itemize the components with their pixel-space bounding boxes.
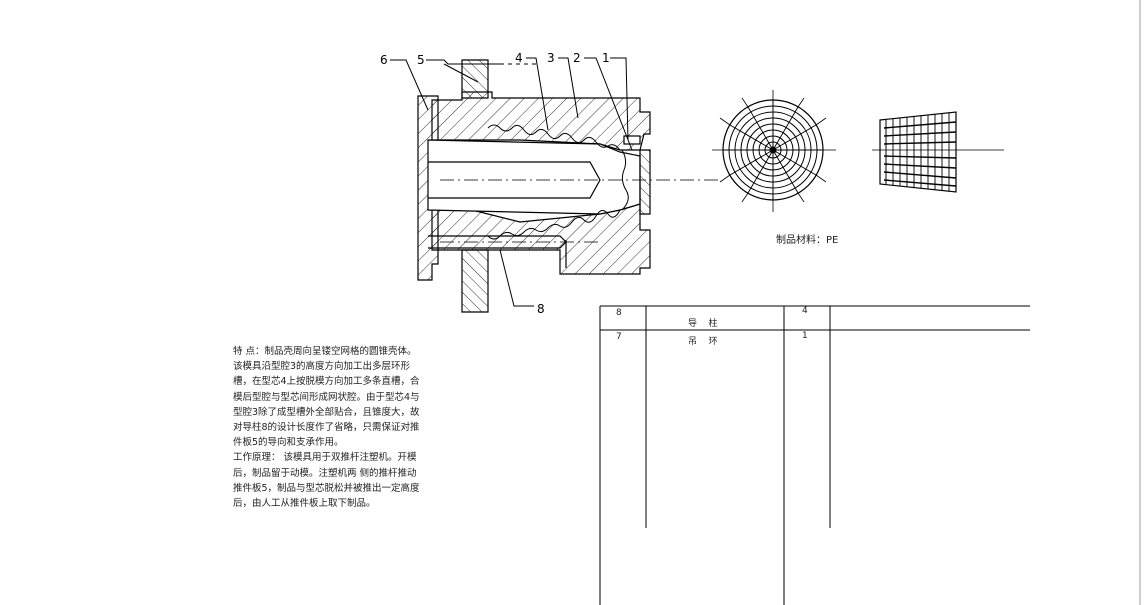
- callout-1: 1: [602, 51, 610, 65]
- note-line: 后，制品留于动模。注塑机两 侧的推杆推动: [233, 467, 417, 479]
- note-line: 后，由人工从推件板上取下制品。: [233, 498, 376, 510]
- note-line: 对导柱8的设计长度作了省略，只需保证对推: [233, 422, 420, 434]
- callout-4: 4: [515, 51, 523, 65]
- callout-2: 2: [573, 51, 581, 65]
- note-line: 特 点：制品壳周向呈镂空网格的圆锥壳体。: [233, 346, 417, 357]
- table-row-1-qty: 4: [802, 306, 808, 316]
- product-side-view: [872, 111, 1004, 193]
- note-line: 型腔3除了成型槽外全部贴合，且锥度大，故: [233, 406, 420, 418]
- callout-leaders: [390, 57, 633, 307]
- note-line: 模后型腔与型芯间形成网状腔。由于型芯4与: [233, 391, 420, 403]
- callout-3: 3: [547, 51, 555, 65]
- table-row-2-no: 7: [616, 332, 622, 342]
- table-row-2-name: 吊 环: [688, 337, 718, 347]
- product-end-view: [712, 90, 836, 212]
- table-row-1-name: 导 柱: [688, 319, 718, 329]
- note-line: 件板5的导向和支承作用。: [233, 437, 344, 449]
- product-material-label: 制品材料：PE: [776, 235, 839, 246]
- parts-table-lines: [599, 305, 1030, 605]
- callout-8: 8: [537, 302, 545, 316]
- note-line: 推件板5，制品与型芯脱松并被推出一定高度: [233, 482, 420, 494]
- features-notes: 特 点：制品壳周向呈镂空网格的圆锥壳体。 该模具沿型腔3的高度方向加工出多层环形…: [233, 344, 420, 511]
- callout-5: 5: [417, 53, 425, 67]
- table-row-2-qty: 1: [802, 331, 808, 341]
- note-line: 工作原理： 该模具用于双推杆注塑机。开模: [233, 452, 417, 464]
- table-row-1-no: 8: [616, 308, 622, 318]
- note-line: 槽，在型芯4上按脱模方向加工多条直槽，合: [233, 376, 420, 388]
- callout-6: 6: [380, 53, 388, 67]
- mold-section-view: [417, 59, 720, 313]
- callout-labels: 6 5 4 3 2 1 8: [380, 51, 610, 316]
- note-line: 该模具沿型腔3的高度方向加工出多层环形: [233, 361, 411, 373]
